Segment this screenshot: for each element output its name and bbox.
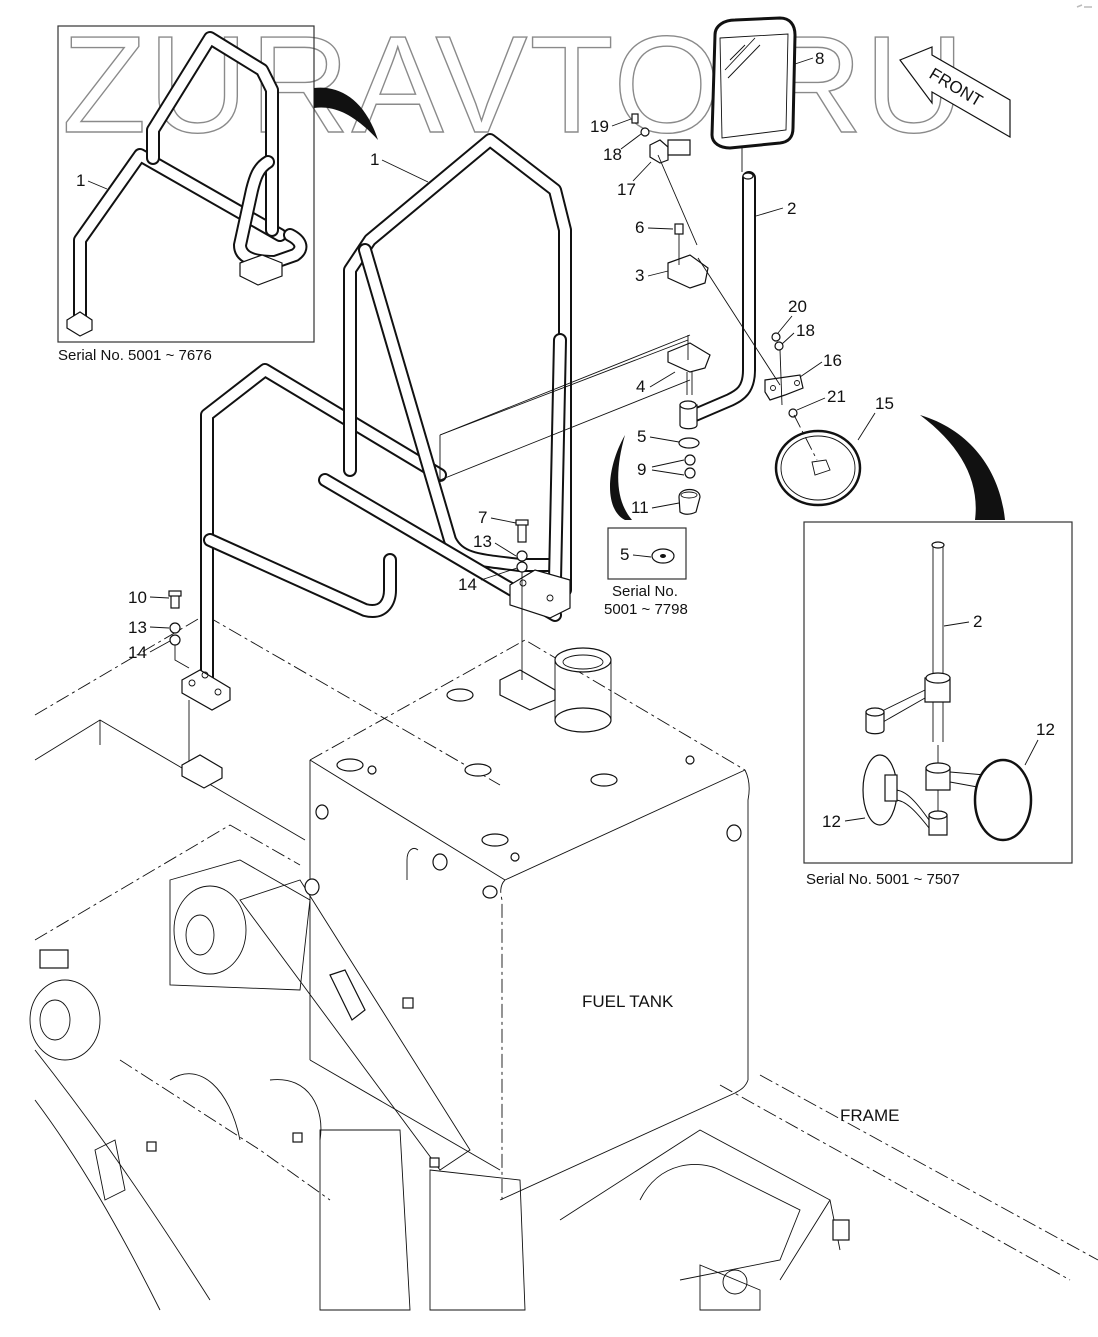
handrail-main: [181, 133, 691, 711]
callout-7: 7: [478, 508, 517, 527]
inset-washer-caption-line2: 5001 ~ 7798: [604, 601, 688, 618]
svg-text:19: 19: [590, 117, 609, 136]
callout-19: 19: [590, 117, 632, 136]
callout-13-left: 13: [128, 618, 170, 637]
callout-10: 10: [128, 588, 170, 607]
callout-3: 3: [635, 266, 669, 285]
inset-mirror-stay-caption: Serial No. 5001 ~ 7507: [806, 871, 960, 888]
callout-14-right: 14: [458, 567, 518, 594]
pointer-arc-handrail: [314, 87, 378, 140]
callout-12-right: 12: [1024, 720, 1055, 766]
callout-20: 20: [777, 297, 807, 334]
svg-text:18: 18: [603, 145, 622, 164]
svg-text:5: 5: [620, 545, 629, 564]
svg-text:14: 14: [458, 575, 477, 594]
frame-label: FRAME: [840, 1106, 900, 1125]
callout-2-inset: 2: [943, 612, 982, 631]
callout-1-inset: 1: [76, 171, 108, 190]
svg-text:14: 14: [128, 643, 147, 662]
svg-text:15: 15: [875, 394, 894, 413]
callout-5-inset: 5: [620, 545, 652, 564]
inset-handrail-caption: Serial No. 5001 ~ 7676: [58, 347, 212, 364]
inset-handrail-early: Serial No. 5001 ~ 7676: [57, 25, 315, 364]
svg-text:13: 13: [128, 618, 147, 637]
svg-text:12: 12: [1036, 720, 1055, 739]
callout-11: 11: [631, 498, 680, 517]
svg-text:18: 18: [796, 321, 815, 340]
callout-17: 17: [617, 161, 652, 199]
mirror-stay: [439, 113, 862, 515]
svg-text:9: 9: [637, 460, 646, 479]
callout-13-right: 13: [473, 532, 517, 557]
inset-mirror-stay-early: Serial No. 5001 ~ 7507: [803, 521, 1073, 888]
callout-5: 5: [637, 427, 680, 446]
fuel-tank-label: FUEL TANK: [582, 992, 674, 1011]
callout-4: 4: [636, 371, 676, 396]
callout-16: 16: [799, 351, 842, 378]
callout-14-left: 14: [128, 640, 171, 662]
frame-structure: [29, 614, 1098, 1311]
svg-text:21: 21: [827, 387, 846, 406]
svg-text:20: 20: [788, 297, 807, 316]
svg-text:11: 11: [631, 498, 649, 517]
callout-18-right: 18: [781, 321, 815, 345]
callout-15: 15: [857, 394, 894, 441]
svg-text:1: 1: [76, 171, 85, 190]
inset-washer-early: Serial No. 5001 ~ 7798: [604, 527, 688, 618]
svg-text:17: 17: [617, 180, 636, 199]
inset-washer-caption-line1: Serial No.: [612, 583, 678, 600]
fuel-tank: FUEL TANK FRAME: [304, 639, 900, 1201]
svg-text:2: 2: [973, 612, 982, 631]
svg-text:13: 13: [473, 532, 492, 551]
svg-text:7: 7: [478, 508, 487, 527]
callout-8: 8: [794, 49, 824, 68]
callout-21: 21: [796, 387, 846, 411]
svg-text:6: 6: [635, 218, 644, 237]
pointer-arc-mirror: [920, 415, 1005, 520]
svg-text:10: 10: [128, 588, 147, 607]
svg-text:4: 4: [636, 377, 645, 396]
corner-mark: [1076, 4, 1092, 8]
callout-18-top: 18: [603, 133, 642, 164]
pointer-arc-washer: [610, 435, 632, 520]
svg-text:1: 1: [370, 150, 379, 169]
callout-12-left: 12: [822, 812, 866, 831]
watermark: ZURAVTO.RU: [62, 8, 966, 162]
svg-text:2: 2: [787, 199, 796, 218]
callout-2: 2: [755, 199, 796, 218]
callouts: 1 1 2 3 4 5 5 6: [76, 49, 1055, 831]
handrail-fasteners: [168, 519, 529, 789]
svg-text:16: 16: [823, 351, 842, 370]
callout-9: 9: [637, 459, 685, 479]
callout-6: 6: [635, 218, 674, 237]
mirror-rectangular: [710, 16, 797, 172]
svg-text:5: 5: [637, 427, 646, 446]
svg-text:12: 12: [822, 812, 841, 831]
callout-1: 1: [370, 150, 429, 183]
svg-text:8: 8: [815, 49, 824, 68]
svg-text:3: 3: [635, 266, 644, 285]
